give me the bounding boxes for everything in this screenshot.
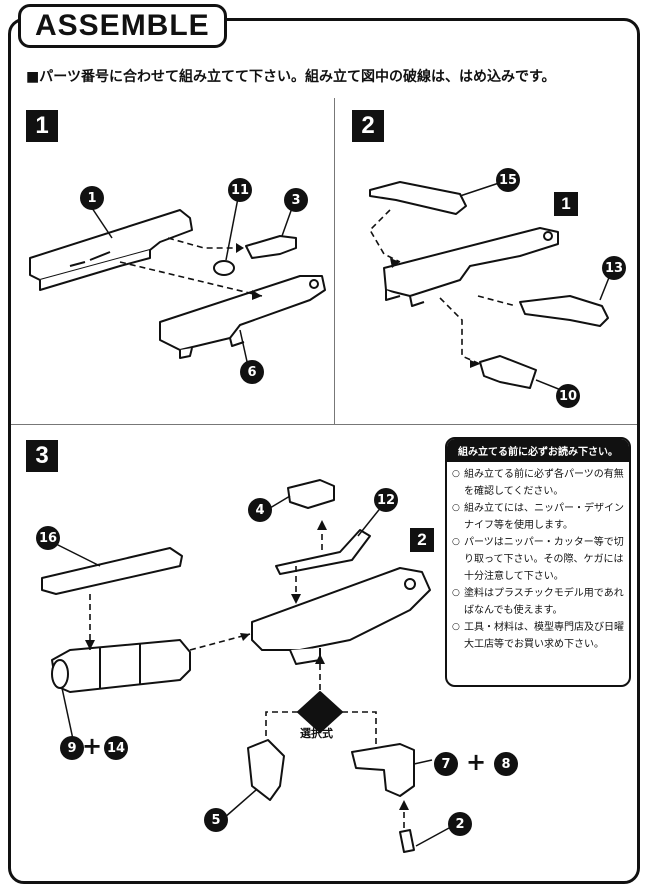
notice-item: 塗料はプラスチックモデル用であればなんでも使えます。 [452, 585, 624, 619]
part-13-drawing [519, 295, 609, 327]
divider-vertical [334, 98, 335, 424]
part-number-15: 15 [496, 168, 520, 192]
notice-heading: 組み立てる前に必ずお読み下さい。 [447, 439, 629, 462]
plus-sign: + [466, 748, 487, 776]
part-number-13: 13 [602, 256, 626, 280]
notice-list: 組み立てる前に必ず各パーツの有無を確認してください。 組み立てには、ニッパー・デ… [447, 466, 629, 653]
part-number-10: 10 [556, 384, 580, 408]
page-title: ASSEMBLE [35, 9, 210, 42]
part-3-drawing [245, 235, 297, 259]
step-3-badge: 3 [26, 440, 58, 472]
part-1-assembly-drawing [383, 227, 559, 307]
part-number-9: 9 [60, 736, 84, 760]
assembly-reference-1: 1 [554, 192, 578, 216]
choice-label: 選択式 [300, 727, 333, 740]
part-number-8: 8 [494, 752, 518, 776]
notice-box: 組み立てる前に必ずお読み下さい。 組み立てる前に必ず各パーツの有無を確認してくだ… [445, 437, 631, 687]
part-number-3: 3 [284, 188, 308, 212]
part-2-pin-drawing [399, 829, 415, 853]
part-16-drawing [41, 547, 183, 595]
title-tab: ASSEMBLE [18, 4, 227, 48]
step-2-badge: 2 [352, 110, 384, 142]
notice-item: 組み立てには、ニッパー・デザインナイフ等を使用します。 [452, 500, 624, 534]
part-9-drawing [51, 639, 191, 693]
step-1-badge: 1 [26, 110, 58, 142]
part-10-drawing [479, 355, 537, 389]
divider-horizontal [11, 424, 637, 425]
page-frame [8, 18, 640, 884]
part-number-12: 12 [374, 488, 398, 512]
notice-item: 組み立てる前に必ず各パーツの有無を確認してください。 [452, 466, 624, 500]
part-6-drawing [159, 275, 326, 359]
part-5-drawing [247, 739, 285, 801]
part-number-6: 6 [240, 360, 264, 384]
part-number-5: 5 [204, 808, 228, 832]
choice-diamond-icon [297, 691, 343, 733]
part-11-drawing [213, 260, 235, 276]
part-number-7: 7 [434, 752, 458, 776]
instruction-text: ■パーツ番号に合わせて組み立てて下さい。組み立て図中の破線は、はめ込みです。 [26, 69, 556, 85]
part-7-drawing [351, 743, 415, 797]
notice-item: パーツはニッパー・カッター等で切り取って下さい。その際、ケガには十分注意して下さ… [452, 534, 624, 585]
part-number-2: 2 [448, 812, 472, 836]
part-12-drawing [275, 529, 371, 575]
part-2-frame-drawing [251, 567, 431, 665]
part-number-11: 11 [228, 178, 252, 202]
notice-item: 工具・材料は、模型専門店及び日曜大工店等でお買い求め下さい。 [452, 619, 624, 653]
assembly-reference-2: 2 [410, 528, 434, 552]
part-number-1: 1 [80, 186, 104, 210]
plus-sign: + [82, 732, 103, 760]
part-number-16: 16 [36, 526, 60, 550]
part-4-drawing [287, 479, 335, 509]
part-number-4: 4 [248, 498, 272, 522]
part-number-14: 14 [104, 736, 128, 760]
part-1-drawing [29, 209, 193, 291]
part-15-drawing [369, 181, 467, 215]
